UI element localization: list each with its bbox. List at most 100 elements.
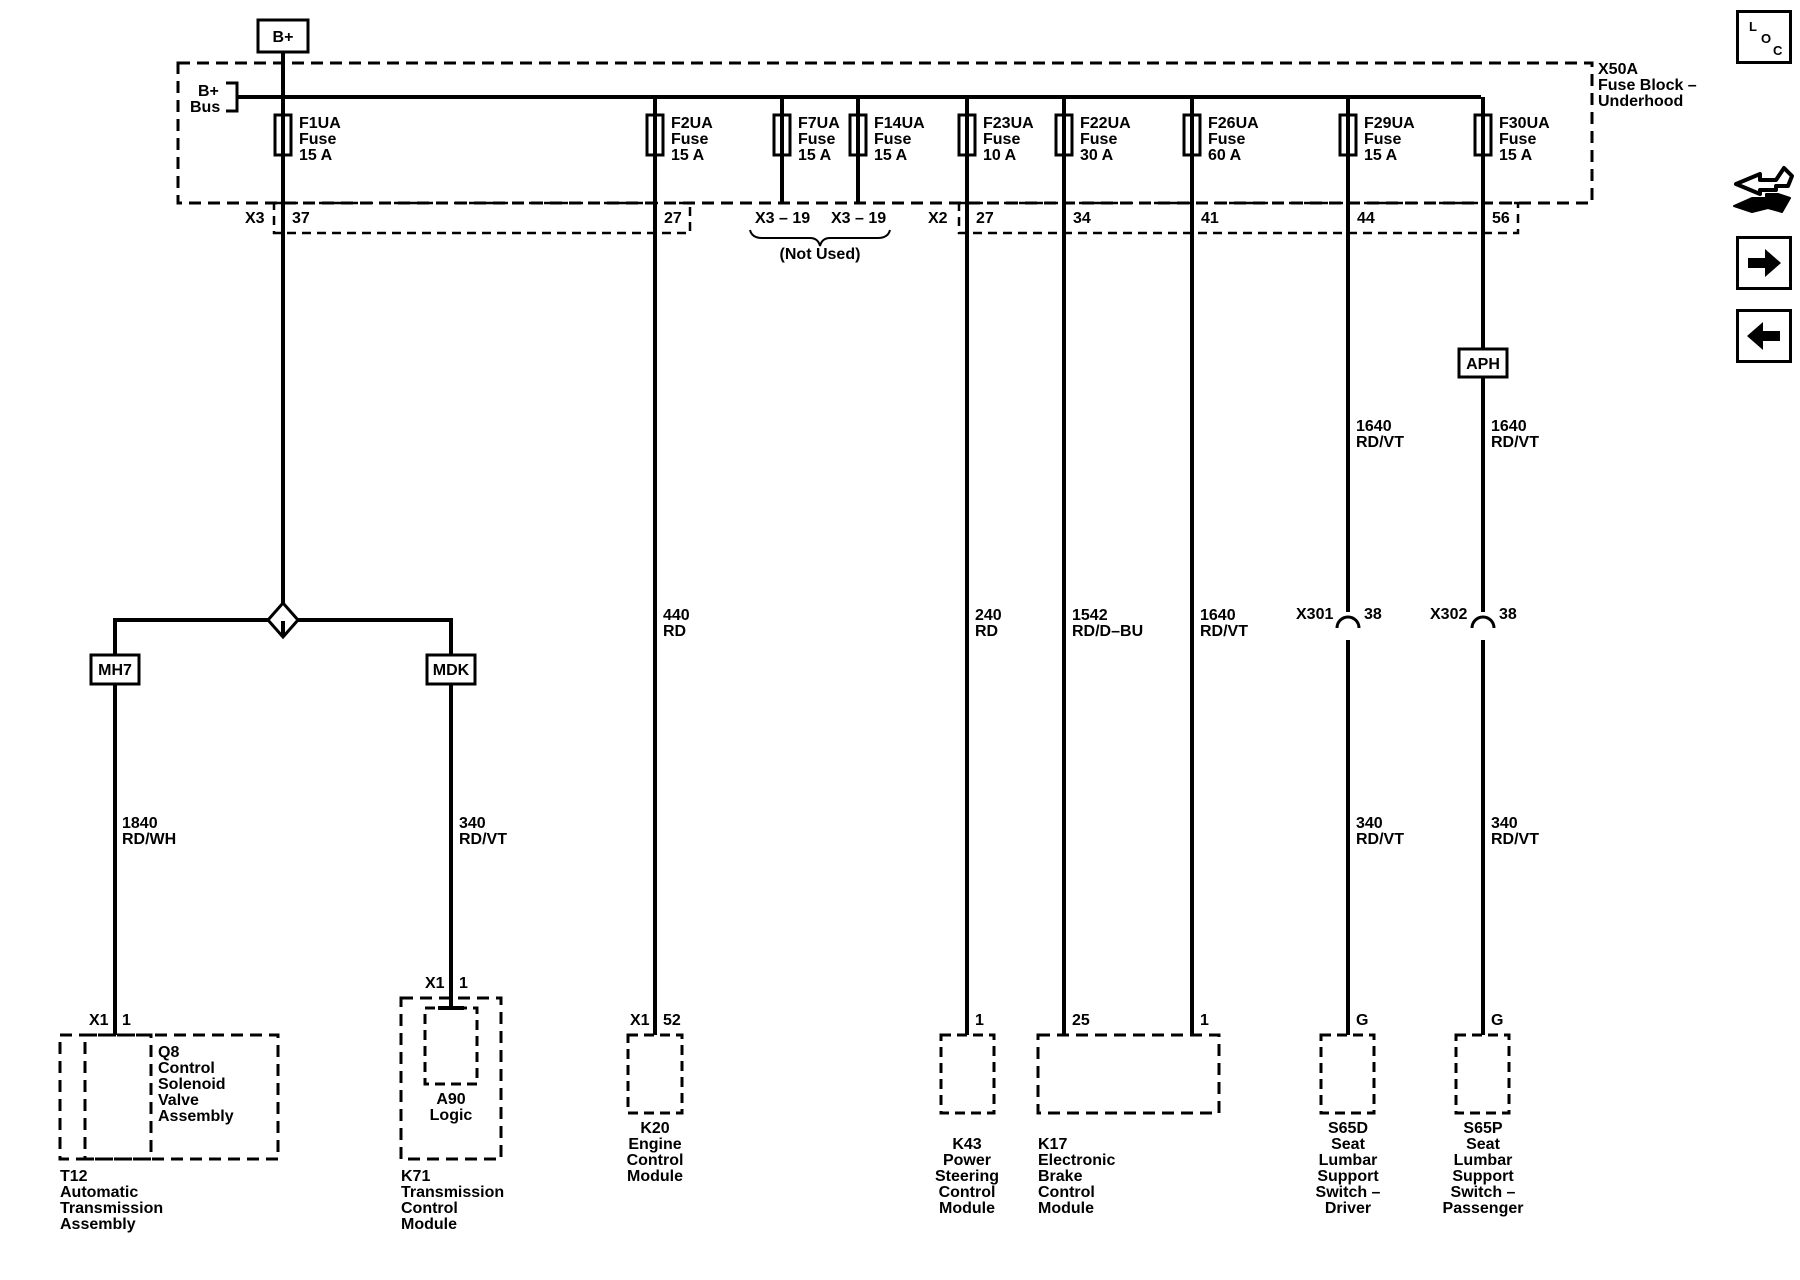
previous-page-button[interactable] bbox=[1736, 309, 1792, 363]
option-code-mdk: MDK bbox=[433, 662, 470, 679]
wire-circuit: 1640 bbox=[1200, 607, 1236, 624]
wire-circuit: 340 bbox=[459, 815, 486, 832]
inline-connector-x302-pin: 38 bbox=[1499, 606, 1517, 623]
component-pin: 52 bbox=[663, 1012, 681, 1029]
component-label: Transmission bbox=[60, 1200, 163, 1217]
fuse-rating: 15 A bbox=[671, 147, 705, 164]
fuse-f14ua-pin: X3 – 19 bbox=[831, 210, 886, 227]
component-label: K20 bbox=[640, 1120, 669, 1137]
wire-color: RD/VT bbox=[1491, 831, 1539, 848]
connector-x3-label: X3 bbox=[245, 210, 265, 227]
bus-label-line2: Bus bbox=[190, 99, 220, 116]
fuse-f7ua-pin: X3 – 19 bbox=[755, 210, 810, 227]
component-a90-outline bbox=[423, 1006, 479, 1086]
component-pin: G bbox=[1491, 1012, 1503, 1029]
connector-end-view-icon[interactable] bbox=[1732, 160, 1796, 220]
fuse-type: Fuse bbox=[299, 131, 336, 148]
wire-circuit: 240 bbox=[975, 607, 1002, 624]
bus-label-line1: B+ bbox=[198, 83, 219, 100]
connector-x3-outline bbox=[272, 201, 692, 235]
component-label: Support bbox=[1317, 1168, 1379, 1185]
fuse-type: Fuse bbox=[1208, 131, 1245, 148]
component-label: Brake bbox=[1038, 1168, 1083, 1185]
fuse-rating: 30 A bbox=[1080, 147, 1114, 164]
component-label: Seat bbox=[1466, 1136, 1500, 1153]
component-pin: 1 bbox=[459, 975, 468, 992]
component-label: T12 bbox=[60, 1168, 88, 1185]
component-label: Switch – bbox=[1451, 1184, 1516, 1201]
component-q8-outline bbox=[83, 1033, 153, 1161]
wire-circuit: 1542 bbox=[1072, 607, 1108, 624]
fuse-id: F7UA bbox=[798, 115, 840, 132]
loc-letter: C bbox=[1773, 43, 1783, 58]
fuse-f30ua-pin: 56 bbox=[1492, 210, 1510, 227]
fuse-type: Fuse bbox=[983, 131, 1020, 148]
component-label: S65P bbox=[1463, 1120, 1502, 1137]
fuse-id: F30UA bbox=[1499, 115, 1550, 132]
fuse-rating: 10 A bbox=[983, 147, 1017, 164]
wire-circuit: 440 bbox=[663, 607, 690, 624]
location-button[interactable]: L O C bbox=[1736, 10, 1792, 64]
component-s65d-outline bbox=[1319, 1033, 1376, 1115]
fuse-rating: 15 A bbox=[1499, 147, 1533, 164]
fuse-type: Fuse bbox=[1364, 131, 1401, 148]
component-label: Steering bbox=[935, 1168, 999, 1185]
component-label: Control bbox=[627, 1152, 684, 1169]
fuse-block-title-line2: Underhood bbox=[1598, 93, 1683, 110]
fuse-f26ua-pin: 41 bbox=[1201, 210, 1219, 227]
fuse-f2ua-pin: 27 bbox=[664, 210, 682, 227]
sub-component-label: Q8 bbox=[158, 1044, 179, 1061]
component-label: Transmission bbox=[401, 1184, 504, 1201]
component-k17-outline bbox=[1036, 1033, 1221, 1115]
fuse-f29ua-pin: 44 bbox=[1357, 210, 1375, 227]
sub-component-label: Solenoid bbox=[158, 1076, 226, 1093]
wire-color: RD/VT bbox=[1200, 623, 1248, 640]
fuse-type: Fuse bbox=[798, 131, 835, 148]
component-label: K43 bbox=[952, 1136, 981, 1153]
fuse-rating: 15 A bbox=[874, 147, 908, 164]
fuse-rating: 15 A bbox=[798, 147, 832, 164]
fuse-id: F26UA bbox=[1208, 115, 1259, 132]
sub-component-label: Valve bbox=[158, 1092, 199, 1109]
wire-circuit: 1640 bbox=[1491, 418, 1527, 435]
component-pin: G bbox=[1356, 1012, 1368, 1029]
fuse-id: F1UA bbox=[299, 115, 341, 132]
fuse-id: F2UA bbox=[671, 115, 713, 132]
component-label: Automatic bbox=[60, 1184, 138, 1201]
component-label: K17 bbox=[1038, 1136, 1067, 1153]
fuse-block-outline bbox=[176, 61, 1594, 205]
wire-color: RD/WH bbox=[122, 831, 176, 848]
component-label: Seat bbox=[1331, 1136, 1365, 1153]
component-label: K71 bbox=[401, 1168, 430, 1185]
inline-connector-x301: X301 bbox=[1296, 606, 1333, 623]
component-k71-outline bbox=[399, 996, 503, 1161]
wire-circuit: 340 bbox=[1356, 815, 1383, 832]
component-label: Assembly bbox=[60, 1216, 136, 1233]
arrow-right-icon bbox=[1748, 249, 1781, 277]
sub-component-label: Assembly bbox=[158, 1108, 234, 1125]
fuse-id: F22UA bbox=[1080, 115, 1131, 132]
connector-x2-label: X2 bbox=[928, 210, 948, 227]
component-k20-outline bbox=[626, 1033, 684, 1115]
component-label: Control bbox=[1038, 1184, 1095, 1201]
component-s65p-outline bbox=[1454, 1033, 1511, 1115]
loc-letter: L bbox=[1749, 19, 1757, 34]
option-code-aph: APH bbox=[1466, 356, 1500, 373]
fuse-rating: 60 A bbox=[1208, 147, 1242, 164]
component-label: Lumbar bbox=[1454, 1152, 1513, 1169]
component-k43-outline bbox=[939, 1033, 996, 1115]
component-label: Engine bbox=[628, 1136, 681, 1153]
sub-component-label: Control bbox=[158, 1060, 215, 1077]
component-pin: 1 bbox=[975, 1012, 984, 1029]
component-label: Control bbox=[401, 1200, 458, 1217]
fuse-type: Fuse bbox=[1499, 131, 1536, 148]
component-label: Switch – bbox=[1316, 1184, 1381, 1201]
fuse-type: Fuse bbox=[671, 131, 708, 148]
power-source-label: B+ bbox=[273, 29, 294, 46]
component-label: Electronic bbox=[1038, 1152, 1115, 1169]
fuse-id: F14UA bbox=[874, 115, 925, 132]
component-label: Control bbox=[939, 1184, 996, 1201]
inline-connector-x301-pin: 38 bbox=[1364, 606, 1382, 623]
next-page-button[interactable] bbox=[1736, 236, 1792, 290]
component-connector: X1 bbox=[630, 1012, 650, 1029]
